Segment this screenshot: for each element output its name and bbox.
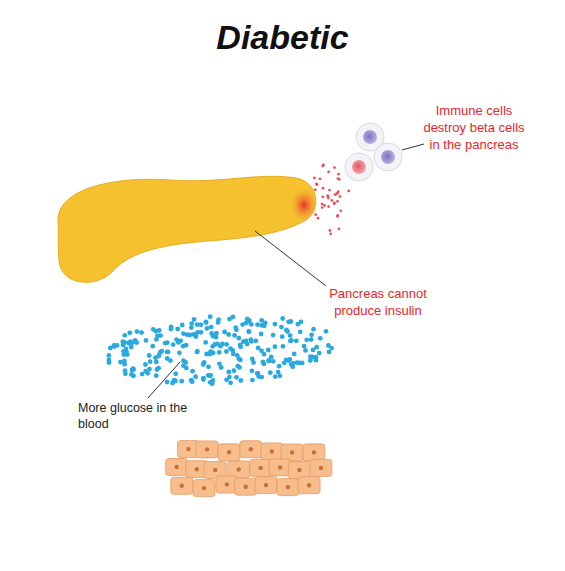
- callout-label: Immune cells destroy beta cells in the p…: [420, 103, 528, 154]
- leader-line: [148, 362, 180, 398]
- damaged-tip: [290, 188, 318, 222]
- body-cells: [166, 441, 332, 497]
- callout-label: Pancreas cannot produce insulin: [318, 286, 438, 320]
- leader-line: [255, 231, 326, 286]
- callout-label: More glucose in the blood: [78, 400, 188, 433]
- glucose-dots: [106, 314, 334, 386]
- diagram-title: Diabetic: [0, 18, 565, 57]
- pancreas: [58, 176, 316, 282]
- immune-cells: [345, 123, 402, 181]
- leader-line: [402, 144, 424, 150]
- red-dots: [313, 163, 350, 235]
